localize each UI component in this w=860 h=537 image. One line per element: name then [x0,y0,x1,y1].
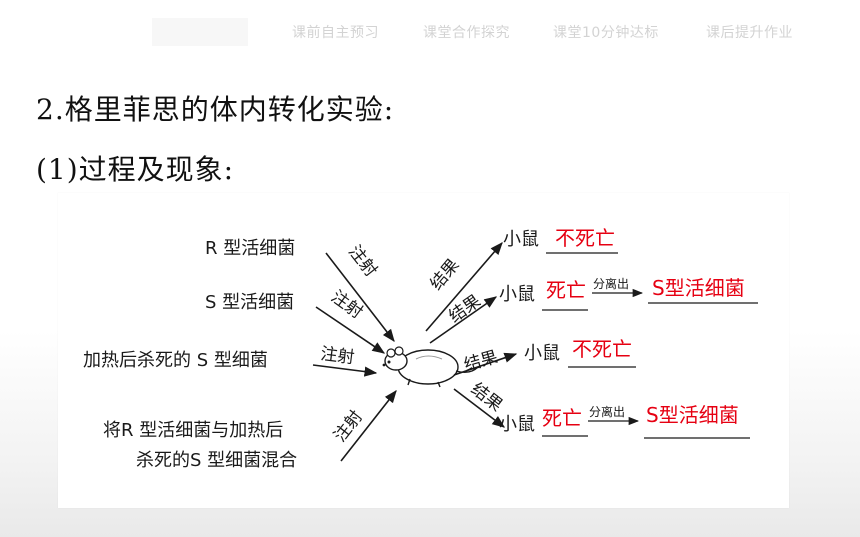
mouse-label-1: 小鼠 [503,229,539,250]
mouse-icon [382,346,479,388]
isolated-answer-1: S型活细菌 [652,276,745,300]
separate-label-2: 分离出 [589,404,625,419]
result-arrow-1 [425,242,503,332]
isolated-answer-2: S型活细菌 [646,403,739,427]
nav-item-homework[interactable]: 课后提升作业 [706,25,793,41]
result-arrow-2 [429,296,498,344]
result-label-2: 结果 [445,291,484,327]
inject-arrow-1 [325,252,395,343]
result-arrow-3 [453,352,518,376]
source-mix-line1: 将R 型活细菌与加热后 [103,420,283,441]
source-r-live: R 型活细菌 [205,238,295,259]
diagram-canvas: R 型活细菌 S 型活细菌 加热后杀死的 S 型细菌 将R 型活细菌与加热后 杀… [83,226,758,471]
outcome-answer-1: 不死亡 [555,226,615,250]
outcome-answer-2: 死亡 [546,278,586,302]
mouse-label-4: 小鼠 [499,414,535,435]
result-label-3: 结果 [462,347,500,376]
inject-label-4: 注射 [330,407,367,446]
source-s-heatkilled: 加热后杀死的 S 型细菌 [83,350,268,371]
result-label-1: 结果 [427,255,464,294]
inject-arrow-2 [315,306,386,354]
nav-item-quiz[interactable]: 课堂10分钟达标 [553,25,659,41]
logo-placeholder [152,18,248,46]
mouse-label-3: 小鼠 [524,343,560,364]
source-mix-line2: 杀死的S 型细菌混合 [136,450,297,471]
experiment-diagram: R 型活细菌 S 型活细菌 加热后杀死的 S 型细菌 将R 型活细菌与加热后 杀… [58,193,789,508]
outcome-answer-3: 不死亡 [572,337,632,361]
outcome-answer-4: 死亡 [542,406,582,430]
inject-label-1: 注射 [344,242,381,281]
section-title: 2.格里菲思的体内转化实验: [36,93,395,126]
separate-label-1: 分离出 [593,276,629,291]
inject-arrow-3 [312,364,378,377]
source-s-live: S 型活细菌 [205,292,294,313]
result-arrow-4 [453,388,506,428]
section-subtitle: (1)过程及现象: [36,153,235,186]
nav-item-explore[interactable]: 课堂合作探究 [423,25,510,41]
inject-arrow-4 [340,389,397,462]
top-navigation: 课前自主预习 课堂合作探究 课堂10分钟达标 课后提升作业 [0,0,860,60]
nav-item-preview[interactable]: 课前自主预习 [292,25,379,41]
mouse-label-2: 小鼠 [499,284,535,305]
result-label-4: 结果 [467,379,506,416]
inject-label-3: 注射 [319,344,355,368]
